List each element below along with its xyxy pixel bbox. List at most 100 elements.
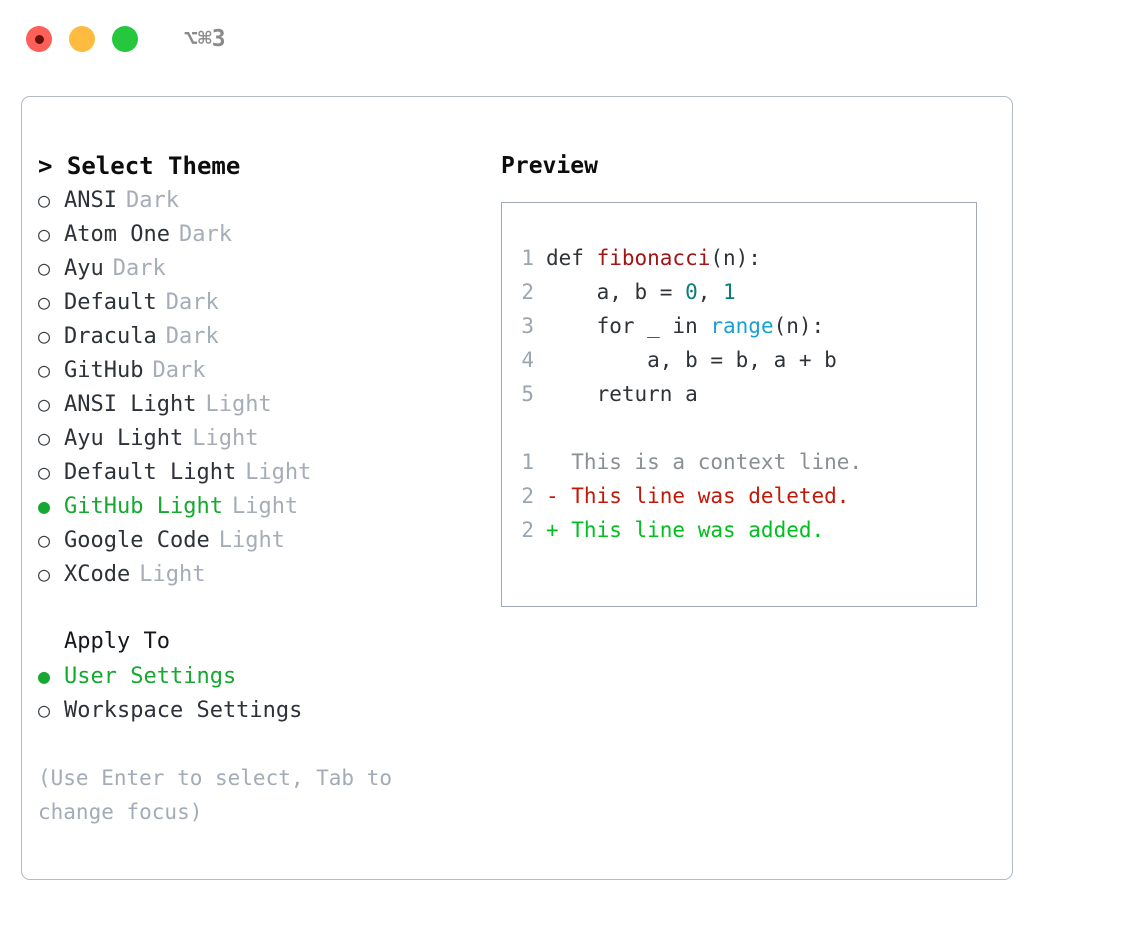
theme-variant-tag: Light xyxy=(205,392,272,417)
theme-name: ANSI Light xyxy=(64,392,197,417)
code-token: a, b = b, a + b xyxy=(546,348,837,372)
theme-list-item[interactable]: ○ Ayu Dark xyxy=(38,251,488,285)
line-number: 1 xyxy=(521,450,534,474)
radio-unselected-icon[interactable]: ○ xyxy=(38,562,51,586)
theme-variant-tag: Dark xyxy=(152,358,206,383)
radio-unselected-icon[interactable]: ○ xyxy=(38,426,51,450)
radio-unselected-icon[interactable]: ○ xyxy=(38,324,51,348)
code-line: 2 a, b = 0, 1 xyxy=(502,275,976,309)
radio-unselected-icon[interactable]: ○ xyxy=(38,256,51,280)
code-diff-spacer xyxy=(502,411,976,445)
theme-variant-tag: Light xyxy=(231,494,299,519)
minimize-button[interactable] xyxy=(69,26,95,52)
code-token: 1 xyxy=(723,280,736,304)
theme-name: Default xyxy=(64,290,157,315)
code-text: - This line was deleted. xyxy=(546,479,849,513)
theme-name: Dracula xyxy=(64,324,157,349)
line-number: 1 xyxy=(521,246,534,270)
code-token: , xyxy=(697,280,724,304)
code-token: + This line was added. xyxy=(546,518,825,542)
theme-variant-tag: Dark xyxy=(165,290,219,315)
theme-list-item[interactable]: ○ ANSI Dark xyxy=(38,183,488,217)
theme-name: ANSI xyxy=(64,188,117,213)
keyboard-hint-text: (Use Enter to select, Tab to change focu… xyxy=(38,766,405,824)
theme-variant-tag: Dark xyxy=(125,188,179,213)
code-token: fibonacci xyxy=(596,246,711,270)
theme-list-item[interactable]: ○ Ayu Light Light xyxy=(38,421,488,455)
theme-list-item[interactable]: ● GitHub Light Light xyxy=(38,489,488,523)
diff-sample: 1 This is a context line.2- This line wa… xyxy=(502,445,976,547)
apply-to-heading: Apply To xyxy=(64,629,170,654)
theme-list-item[interactable]: ○ XCode Light xyxy=(38,557,488,591)
diff-line: 2- This line was deleted. xyxy=(502,479,976,513)
theme-name: GitHub xyxy=(64,358,144,383)
line-number: 3 xyxy=(521,314,534,338)
theme-list-item[interactable]: ○ Atom One Dark xyxy=(38,217,488,251)
line-number: 2 xyxy=(521,518,534,542)
code-text: return a xyxy=(546,377,698,411)
radio-selected-icon[interactable]: ● xyxy=(38,494,51,518)
diff-line: 1 This is a context line. xyxy=(502,445,976,479)
radio-unselected-icon[interactable]: ○ xyxy=(38,528,51,552)
theme-list-item[interactable]: ○ GitHub Dark xyxy=(38,353,488,387)
code-text: a, b = 0, 1 xyxy=(546,275,736,309)
code-line: 5 return a xyxy=(502,377,976,411)
theme-list-item[interactable]: ○ ANSI Light Light xyxy=(38,387,488,421)
apply-to-item[interactable]: ● User Settings xyxy=(38,659,488,693)
theme-name: XCode xyxy=(64,562,131,587)
theme-name: Ayu Light xyxy=(64,426,184,451)
code-token: for _ in xyxy=(546,314,711,338)
line-number: 5 xyxy=(521,382,534,406)
apply-to-item[interactable]: ○ Workspace Settings xyxy=(38,693,488,727)
radio-selected-icon[interactable]: ● xyxy=(38,664,51,688)
radio-unselected-icon[interactable]: ○ xyxy=(38,188,51,212)
radio-unselected-icon[interactable]: ○ xyxy=(38,222,51,246)
preview-heading: Preview xyxy=(501,153,598,179)
code-token: This is a context line. xyxy=(546,450,863,474)
close-button[interactable] xyxy=(26,26,52,52)
code-token: (n): xyxy=(710,246,761,270)
line-number: 4 xyxy=(521,348,534,372)
maximize-button[interactable] xyxy=(112,26,138,52)
theme-name: Default Light xyxy=(64,460,237,485)
theme-variant-tag: Light xyxy=(192,426,259,451)
theme-name: GitHub Light xyxy=(64,494,223,519)
code-token: (n): xyxy=(773,314,825,338)
apply-to-label: User Settings xyxy=(64,664,237,689)
code-text: a, b = b, a + b xyxy=(546,343,837,377)
apply-to-list[interactable]: ● User Settings ○ Workspace Settings xyxy=(38,659,488,727)
theme-list-item[interactable]: ○ Default Dark xyxy=(38,285,488,319)
theme-variant-tag: Dark xyxy=(178,222,232,247)
theme-name: Ayu xyxy=(64,256,104,281)
code-line: 4 a, b = b, a + b xyxy=(502,343,976,377)
theme-variant-tag: Dark xyxy=(112,256,166,281)
theme-variant-tag: Light xyxy=(218,528,285,553)
radio-unselected-icon[interactable]: ○ xyxy=(38,290,51,314)
theme-name: Atom One xyxy=(64,222,170,247)
window-controls xyxy=(26,26,138,52)
code-token: range xyxy=(710,314,774,338)
radio-unselected-icon[interactable]: ○ xyxy=(38,698,51,722)
apply-to-label: Workspace Settings xyxy=(64,698,303,723)
theme-variant-tag: Light xyxy=(139,562,206,587)
radio-unselected-icon[interactable]: ○ xyxy=(38,358,51,382)
code-text: This is a context line. xyxy=(546,445,862,479)
code-token: def xyxy=(546,246,597,270)
select-theme-heading: > Select Theme xyxy=(38,152,241,180)
radio-unselected-icon[interactable]: ○ xyxy=(38,460,51,484)
title-bar: ⌥⌘3 xyxy=(0,0,1140,78)
code-token: a, b = xyxy=(546,280,686,304)
diff-line: 2 + This line was added. xyxy=(502,513,976,547)
code-text: for _ in range(n): xyxy=(546,309,825,343)
code-line: 3 for _ in range(n): xyxy=(502,309,976,343)
line-number: 2 xyxy=(521,280,534,304)
radio-unselected-icon[interactable]: ○ xyxy=(38,392,51,416)
